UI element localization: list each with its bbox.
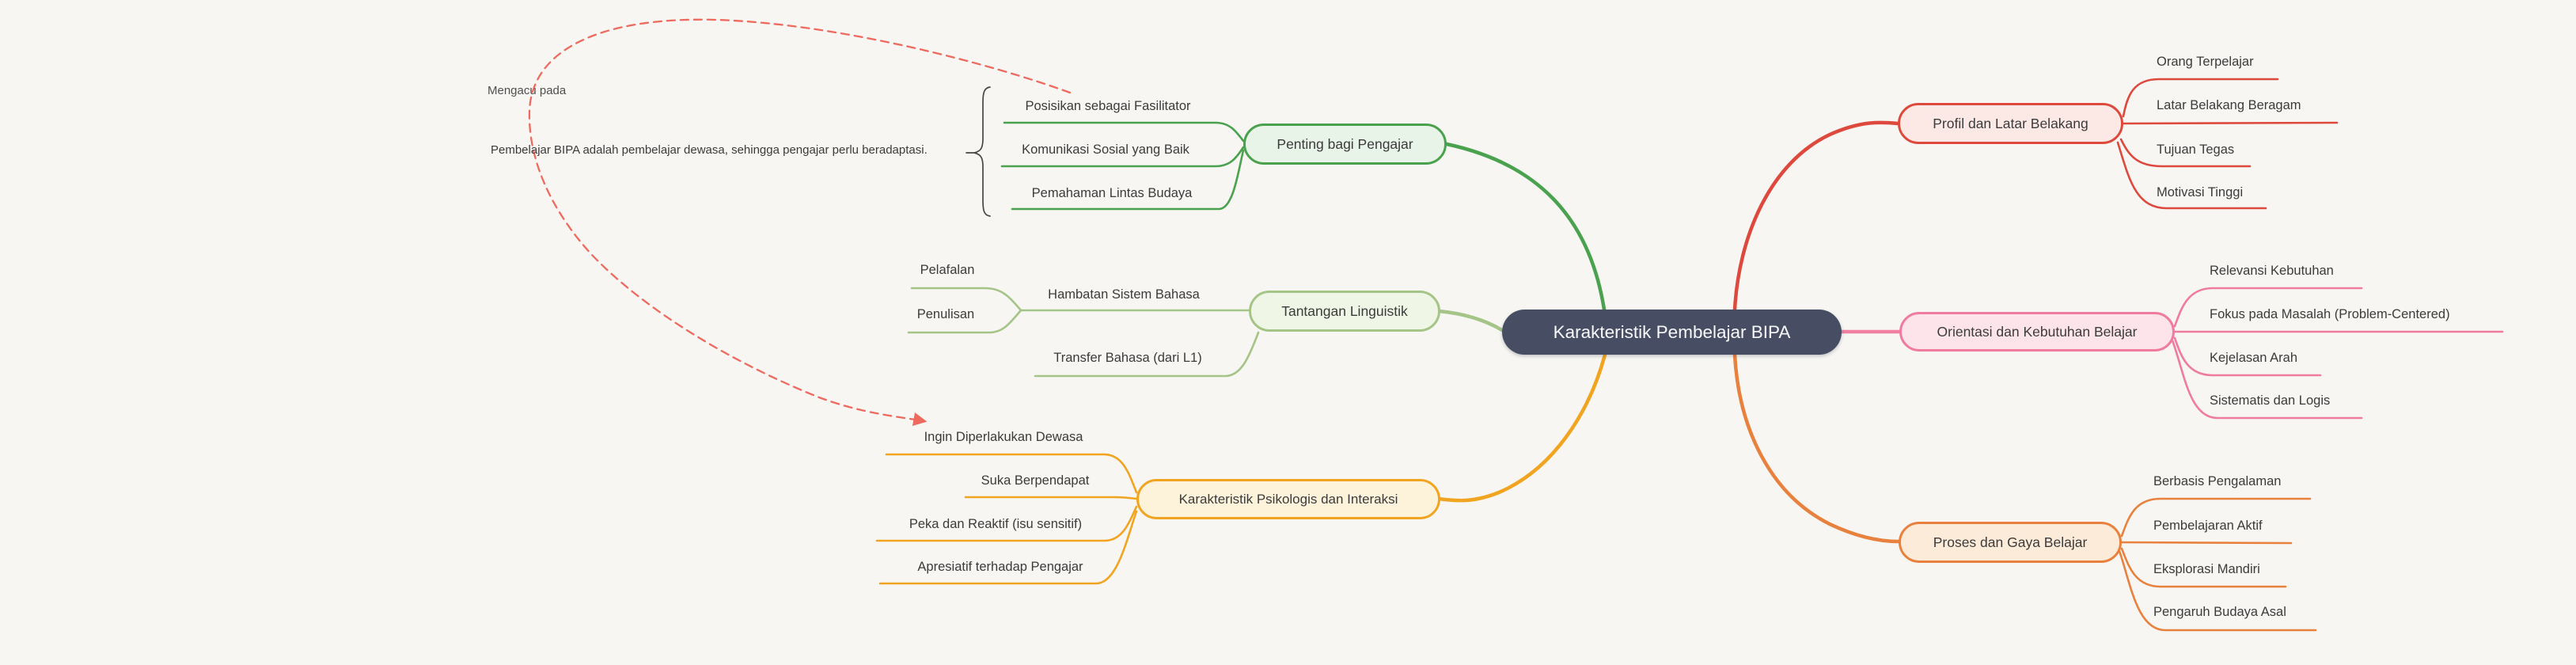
line-posisikan [1003, 121, 1245, 142]
topic-tujuan-tegas[interactable]: Tujuan Tegas [2157, 142, 2235, 157]
line-orang [2122, 78, 2279, 118]
topic-fokus-pada-masalah[interactable]: Fokus pada Masalah (Problem-Centered) [2210, 307, 2450, 321]
topic-profil-latar-belakang[interactable]: Profil dan Latar Belakang [1898, 103, 2123, 144]
topic-penulisan[interactable]: Penulisan [916, 307, 975, 321]
topic-peka-dan-reaktif[interactable]: Peka dan Reaktif (isu sensitif) [909, 517, 1083, 531]
trunk-tantangan [1436, 309, 1504, 332]
topic-sistematis-logis[interactable]: Sistematis dan Logis [2210, 393, 2331, 408]
topic-hambatan-sistem-bahasa[interactable]: Hambatan Sistem Bahasa [1048, 287, 1200, 302]
summary-brace [966, 86, 991, 217]
line-apresiatif [878, 510, 1138, 585]
line-ingin [885, 453, 1138, 494]
topic-pengaruh-budaya-asal[interactable]: Pengaruh Budaya Asal [2153, 605, 2286, 619]
line-pemahaman [1011, 149, 1245, 211]
topic-apresiatif-pengajar[interactable]: Apresiatif terhadap Pengajar [917, 560, 1083, 574]
line-berbasis [2120, 497, 2312, 538]
topic-pemahaman-lintas-budaya[interactable]: Pemahaman Lintas Budaya [1031, 186, 1193, 200]
line-latar [2122, 121, 2339, 125]
line-komunikasi [1000, 146, 1245, 168]
topic-ingin-diperlakukan-dewasa[interactable]: Ingin Diperlakukan Dewasa [924, 430, 1083, 444]
line-sistematis [2171, 339, 2363, 420]
topic-motivasi-tinggi[interactable]: Motivasi Tinggi [2157, 185, 2244, 200]
relationship-label[interactable]: Mengacu pada [488, 84, 567, 97]
trunk-penting [1444, 142, 1607, 312]
topic-pembelajaran-aktif[interactable]: Pembelajaran Aktif [2153, 519, 2263, 533]
topic-psikologis-interaksi[interactable]: Karakteristik Psikologis dan Interaksi [1136, 479, 1440, 519]
topic-eksplorasi-mandiri[interactable]: Eksplorasi Mandiri [2153, 562, 2260, 576]
topic-proses-gaya-belajar[interactable]: Proses dan Gaya Belajar [1899, 522, 2122, 563]
line-pelafalan [910, 287, 1022, 312]
topic-orang-terpelajar[interactable]: Orang Terpelajar [2157, 55, 2254, 69]
topic-relevansi-kebutuhan[interactable]: Relevansi Kebutuhan [2210, 264, 2334, 278]
line-eksplorasi [2120, 547, 2287, 588]
line-pengaruh [2118, 549, 2317, 632]
line-relevansi [2173, 287, 2363, 328]
topic-tantangan-linguistik[interactable]: Tantangan Linguistik [1249, 291, 1440, 332]
relationship-curve[interactable] [528, 18, 1072, 427]
line-tujuan [2119, 138, 2252, 168]
line-peka [875, 505, 1138, 542]
trunk-psikologis [1436, 352, 1607, 503]
topic-penting-bagi-pengajar[interactable]: Penting bagi Pengajar [1243, 124, 1447, 165]
topic-orientasi-kebutuhan[interactable]: Orientasi dan Kebutuhan Belajar [1899, 312, 2175, 352]
trunk-profil [1732, 120, 1900, 312]
note-pembelajar-dewasa[interactable]: Pembelajar BIPA adalah pembelajar dewasa… [491, 143, 928, 157]
line-motivasi [2116, 141, 2267, 210]
topic-komunikasi-sosial[interactable]: Komunikasi Sosial yang Baik [1022, 142, 1189, 157]
topic-latar-belakang-beragam[interactable]: Latar Belakang Beragam [2157, 98, 2301, 112]
topic-pelafalan[interactable]: Pelafalan [920, 263, 975, 277]
topic-posisikan-fasilitator[interactable]: Posisikan sebagai Fasilitator [1025, 99, 1191, 113]
topic-kejelasan-arah[interactable]: Kejelasan Arah [2210, 351, 2297, 365]
line-pembelajaran [2120, 541, 2293, 545]
line-transfer [1034, 331, 1260, 378]
line-penulisan [907, 309, 1022, 334]
topic-berbasis-pengalaman[interactable]: Berbasis Pengalaman [2153, 474, 2282, 488]
line-kejelasan [2173, 336, 2322, 377]
line-suka [964, 496, 1138, 500]
topic-suka-berpendapat[interactable]: Suka Berpendapat [981, 473, 1090, 488]
topic-transfer-bahasa[interactable]: Transfer Bahasa (dari L1) [1053, 351, 1202, 365]
trunk-proses [1732, 352, 1901, 544]
root-topic[interactable]: Karakteristik Pembelajar BIPA [1502, 310, 1842, 355]
